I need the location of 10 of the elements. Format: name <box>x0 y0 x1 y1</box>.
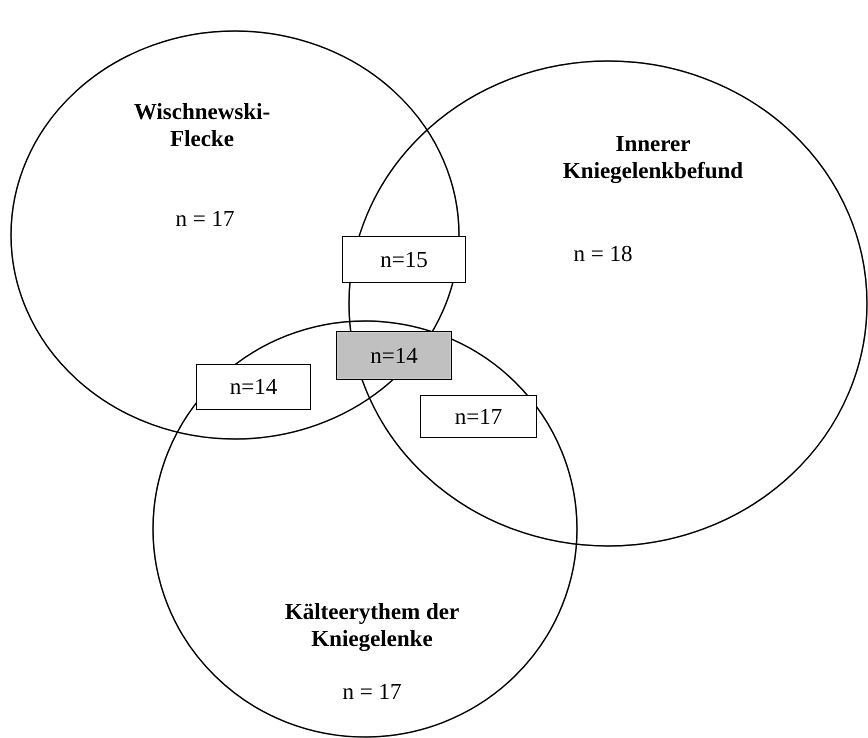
count-label: n = 18 <box>572 240 634 267</box>
overlap-count: n=14 <box>336 331 452 380</box>
overlap-count: n=15 <box>342 236 466 283</box>
circle-title: Innerer Kniegelenkbefund <box>562 130 744 184</box>
count-label: n = 17 <box>342 678 402 705</box>
circle-title: Wischnewski-Flecke <box>132 98 272 152</box>
overlap-count: n=14 <box>196 364 311 410</box>
circle-title: Kälteerythem der Kniegelenke <box>284 598 460 652</box>
count-label: n = 17 <box>174 205 236 232</box>
overlap-count: n=17 <box>420 395 537 438</box>
